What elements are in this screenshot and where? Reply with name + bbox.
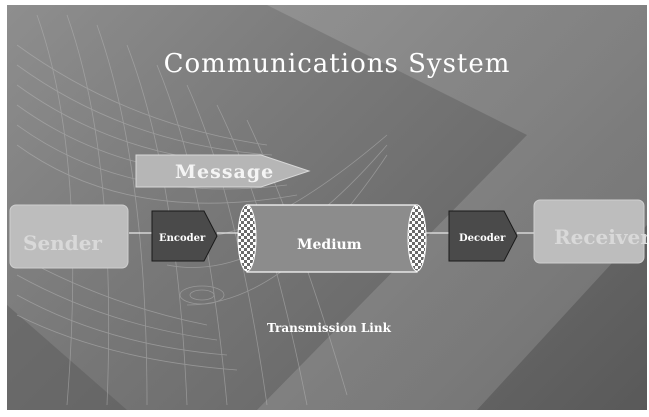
background-light-band: [257, 5, 647, 410]
sender-label: Sender: [23, 231, 102, 255]
receiver-label: Receiver: [554, 225, 647, 249]
slide-title: Communications System: [163, 49, 511, 79]
encoder-block: [151, 210, 218, 262]
transmission-link-label: Transmission Link: [267, 321, 391, 335]
medium-label: Medium: [297, 237, 362, 253]
medium-left-cap: [237, 204, 257, 272]
decoder-block: [448, 210, 518, 262]
wire-mesh-decoration: [16, 14, 388, 406]
slide-background: Communications System Message Sender Enc…: [7, 5, 647, 410]
medium-right-cap: [407, 204, 427, 272]
background-shadow-band: [7, 305, 127, 410]
decoder-label: Decoder: [459, 233, 506, 244]
sender-box: [9, 204, 129, 269]
message-arrow: [135, 154, 311, 188]
medium-body: [246, 204, 418, 273]
diagram-canvas: [7, 5, 647, 410]
encoder-label: Encoder: [159, 233, 206, 244]
message-label: Message: [175, 161, 275, 183]
receiver-box: [533, 199, 645, 264]
